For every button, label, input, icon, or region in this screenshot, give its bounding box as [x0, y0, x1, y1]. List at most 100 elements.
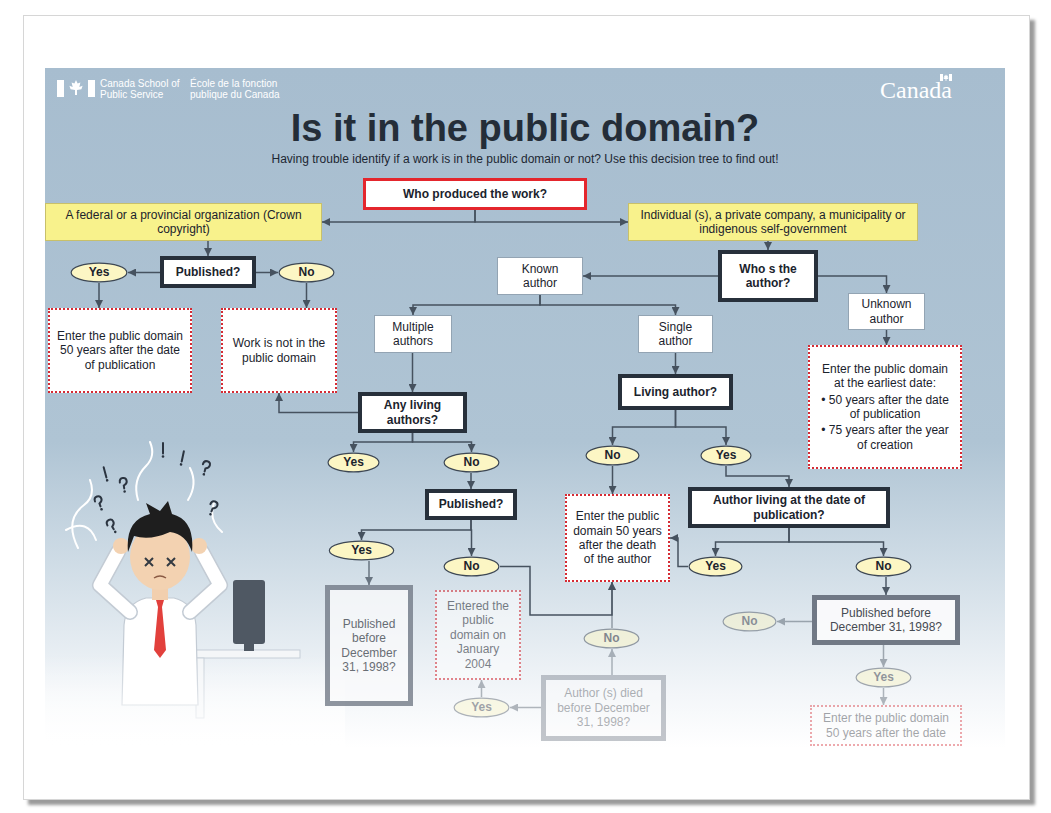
flow-arrow — [675, 353, 677, 374]
result-box: Work is not in the public domain — [221, 308, 337, 393]
node-text: Yes — [716, 448, 737, 462]
result-box: Enter the public domain at the earliest … — [808, 345, 962, 469]
x-eyes — [145, 558, 175, 566]
exclamation-stroke — [104, 467, 107, 477]
node-text: No — [876, 559, 892, 573]
mouth — [154, 576, 166, 578]
flow-arrow — [883, 645, 885, 667]
flow-arrow — [611, 649, 613, 675]
squiggle — [66, 526, 96, 540]
oval-shape — [689, 557, 742, 576]
flow-arrow — [362, 520, 472, 540]
exclamation-dot — [180, 463, 183, 466]
result-box: Entered the public domain on January 200… — [435, 590, 521, 680]
answer-oval: Yes — [700, 445, 752, 466]
node-text: Published before December 31, 1998? — [823, 606, 949, 635]
author-box: Multiple authors — [374, 315, 452, 353]
oval-shape — [71, 263, 127, 282]
oval-shape — [856, 668, 911, 687]
node-text: Enter the public domain 50 years after t… — [573, 509, 662, 567]
node-text: • 75 years after the year of creation — [816, 423, 954, 452]
node-text: Who produced the work? — [403, 187, 547, 201]
bottom-fade — [45, 655, 345, 748]
flow-arrow — [716, 528, 790, 556]
question-mark-dot — [209, 513, 212, 516]
exclamation-marks — [102, 443, 185, 482]
arm-outline — [190, 552, 220, 612]
question-mark-dot — [113, 530, 117, 534]
canada-wordmark-holder: Canada — [850, 77, 952, 105]
page-title: Is it in the public domain? — [45, 106, 1005, 152]
answer-oval: No — [722, 611, 777, 632]
node-text: Single author — [647, 320, 704, 349]
question-mark-dot — [123, 490, 126, 493]
exclamation-dot — [162, 455, 165, 458]
neck — [152, 584, 168, 600]
node-text: Enter the public domain at the earliest … — [816, 362, 954, 391]
node-text: Multiple authors — [383, 320, 443, 349]
flow-arrow — [470, 520, 472, 556]
question-mark — [119, 478, 128, 494]
tie — [154, 600, 166, 658]
squiggle — [136, 442, 152, 500]
squiggle — [212, 503, 222, 532]
arm — [190, 552, 220, 612]
date-question-box: Published before December 31, 1998? — [812, 595, 960, 645]
exclamation-mark — [102, 467, 108, 482]
computer-monitor — [233, 580, 265, 644]
flag-bar — [57, 80, 64, 97]
node-text: Published before December 31, 1998? — [336, 617, 402, 675]
flow-arrow — [777, 621, 812, 623]
node-text: Yes — [343, 455, 364, 469]
flow-arrow — [481, 680, 483, 697]
flow-arrow — [510, 707, 541, 709]
exclamation-stroke — [182, 451, 184, 461]
category-box: Individual (s), a private company, a mun… — [628, 203, 918, 241]
connector-group — [99, 210, 887, 708]
arm — [100, 552, 130, 612]
squiggle — [188, 468, 194, 500]
flow-arrow — [98, 283, 100, 308]
oval-shape — [329, 541, 393, 560]
oval-shape — [584, 629, 639, 648]
answer-oval: Yes — [453, 697, 510, 718]
answer-oval: No — [278, 262, 335, 283]
node-text: Yes — [471, 700, 492, 714]
flow-arrow — [475, 210, 628, 222]
flow-arrow — [306, 283, 308, 308]
node-text: No — [464, 455, 480, 469]
oval-shape — [444, 453, 499, 472]
flow-arrow — [540, 295, 676, 315]
answer-oval: No — [855, 556, 912, 577]
department-name-french: École de la fonction publique du Canada — [190, 78, 288, 100]
node-text: No — [299, 265, 315, 279]
decision-box: Author living at the date of publication… — [688, 487, 890, 528]
node-text: Yes — [873, 670, 894, 684]
category-box: A federal or a provincial organization (… — [45, 203, 322, 241]
answer-oval: Yes — [328, 540, 395, 561]
question-mark-stroke — [208, 500, 218, 512]
node-text: Published? — [176, 265, 241, 279]
question-mark-stroke — [105, 518, 116, 531]
node-text: Any living authors? — [368, 398, 457, 427]
flow-arrow — [885, 577, 887, 595]
flow-arrow — [670, 538, 688, 567]
node-text: Yes — [705, 559, 726, 573]
exclamation-stroke — [162, 443, 164, 454]
arm-outline — [100, 552, 130, 612]
flow-arrow — [368, 561, 370, 585]
answer-oval: No — [583, 628, 640, 649]
department-name-holder: Canada School of Public Service — [100, 78, 182, 100]
desk-leg — [196, 658, 204, 718]
date-question-box: Published before December 31, 1998? — [325, 585, 413, 706]
flow-arrow — [611, 582, 613, 628]
answer-oval: No — [443, 452, 500, 473]
flow-arrow — [583, 275, 718, 277]
canada-wordmark: Canada — [850, 77, 952, 105]
author-box: Single author — [638, 315, 713, 353]
question-mark — [207, 500, 219, 516]
flow-arrow — [322, 210, 475, 222]
decision-box: Any living authors? — [358, 392, 467, 433]
flow-arrow — [612, 466, 614, 494]
hand — [191, 538, 207, 554]
